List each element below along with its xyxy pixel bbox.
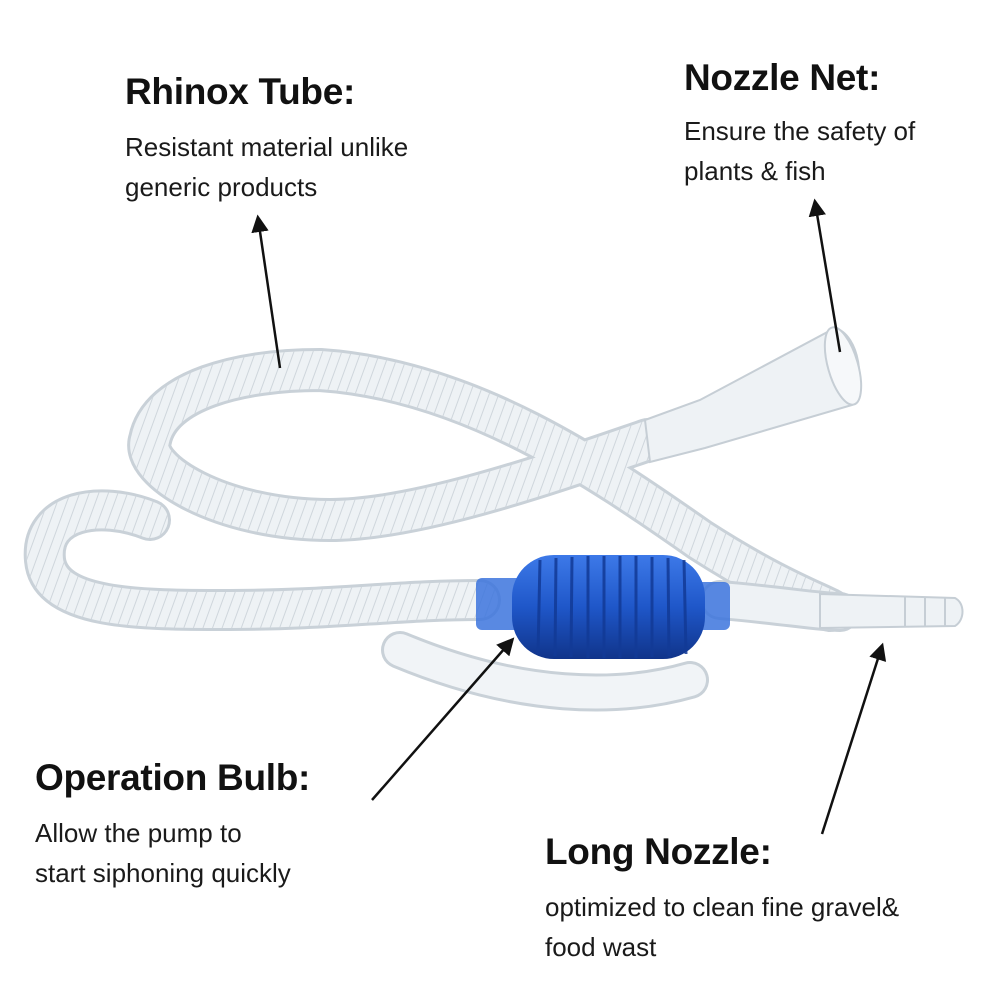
callout-title: Nozzle Net: — [684, 57, 881, 98]
callout-description: Allow the pump to start siphoning quickl… — [35, 817, 291, 888]
arrow-icon — [251, 214, 282, 369]
callout-rhinox-tube: Rhinox Tube: Resistant material unlike g… — [125, 71, 409, 207]
arrow-icon — [820, 642, 887, 835]
callout-description: Ensure the safety of plants & fish — [684, 115, 916, 186]
arrow-icon — [808, 198, 842, 353]
callout-title: Operation Bulb: — [35, 757, 311, 798]
callout-operation-bulb: Operation Bulb: Allow the pump to start … — [35, 757, 311, 893]
callout-nozzle-net: Nozzle Net: Ensure the safety of plants … — [684, 57, 916, 191]
callout-description: optimized to clean fine gravel& food was… — [545, 891, 900, 962]
callout-title: Rhinox Tube: — [125, 71, 356, 112]
nozzle-net — [643, 326, 863, 464]
operation-bulb — [476, 555, 730, 659]
callout-description: Resistant material unlike generic produc… — [125, 131, 409, 202]
arrow-icon — [371, 637, 515, 801]
callout-title: Long Nozzle: — [545, 831, 772, 872]
long-nozzle — [819, 592, 964, 630]
rhinox-tube — [23, 347, 860, 712]
callout-long-nozzle: Long Nozzle: optimized to clean fine gra… — [545, 831, 900, 967]
